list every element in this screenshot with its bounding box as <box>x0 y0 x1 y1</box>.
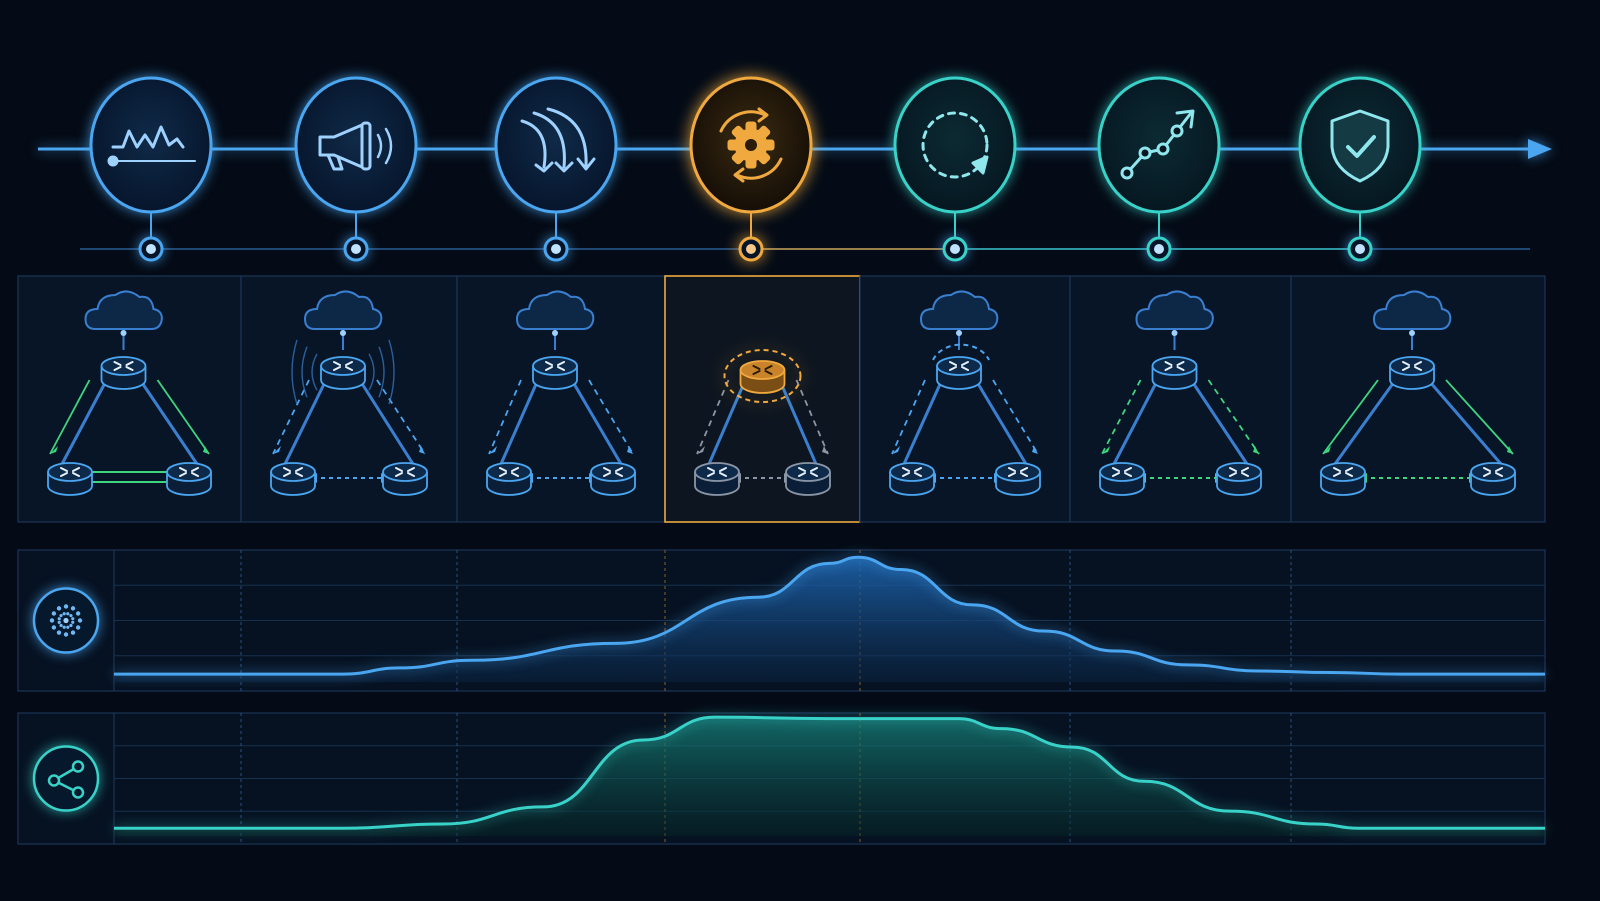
network-panel-7 <box>1290 275 1546 523</box>
link-right <box>140 381 199 465</box>
traffic-right <box>376 379 426 455</box>
link-right <box>779 381 818 465</box>
shield-check-icon <box>1330 109 1390 183</box>
core-router-icon <box>320 356 366 390</box>
stage-1 <box>89 76 213 262</box>
edge-router-left-icon <box>486 462 532 496</box>
traffic-left <box>891 379 926 455</box>
traffic-right <box>156 379 210 455</box>
edge-router-left-icon <box>694 462 740 496</box>
series-area <box>114 717 1545 837</box>
stage-6 <box>1097 76 1221 262</box>
link-left <box>60 381 107 465</box>
link-right <box>571 381 623 465</box>
metric-chart-2 <box>17 712 1546 845</box>
traffic-left <box>1101 379 1142 455</box>
share-nodes-icon <box>32 745 100 812</box>
traffic-right <box>795 379 829 455</box>
link-right <box>359 381 415 465</box>
edge-router-right-icon <box>166 462 212 496</box>
core-router-icon <box>532 356 578 390</box>
traffic-right <box>1445 379 1514 455</box>
edge-router-left-icon <box>47 462 93 496</box>
traffic-left <box>696 379 730 455</box>
timeline-arrow-head <box>1528 139 1552 159</box>
stage-3 <box>494 76 618 262</box>
edge-router-right-icon <box>995 462 1041 496</box>
edge-router-left-icon <box>889 462 935 496</box>
stage-node <box>1146 236 1172 262</box>
metric-chart-1 <box>17 549 1546 692</box>
link-left <box>283 381 327 465</box>
core-router-icon <box>100 356 147 390</box>
edge-router-left-icon <box>1099 462 1145 496</box>
edge-router-right-icon <box>1216 462 1262 496</box>
stage-4 <box>689 76 813 262</box>
stage-node <box>942 236 968 262</box>
megaphone-alert-icon <box>318 121 393 171</box>
stage-2 <box>294 76 418 262</box>
link-left <box>1112 381 1158 465</box>
link-left <box>902 381 943 465</box>
particle-burst-icon <box>32 587 100 654</box>
link-left <box>499 381 539 465</box>
edge-router-left-icon <box>1320 462 1366 496</box>
network-panel-2 <box>240 275 458 523</box>
traffic-left <box>488 379 522 455</box>
dashed-circle-refresh-icon <box>921 111 989 179</box>
traffic-left <box>49 379 91 455</box>
core-router-icon <box>936 356 982 390</box>
stage-7 <box>1298 76 1422 262</box>
core-router-icon <box>739 360 786 394</box>
traffic-right <box>588 379 634 455</box>
traffic-left <box>272 379 310 455</box>
stage-5 <box>893 76 1017 262</box>
stage-node <box>1347 236 1373 262</box>
stage-node <box>343 236 369 262</box>
stage-orb <box>294 76 418 214</box>
stage-orb <box>494 76 618 214</box>
network-panel-3 <box>456 275 666 523</box>
network-panel-1 <box>17 275 242 523</box>
link-right <box>1191 381 1249 465</box>
link-right <box>1428 381 1503 465</box>
stage-node <box>138 236 164 262</box>
stage-node <box>738 236 764 262</box>
core-router-icon <box>1151 356 1198 390</box>
edge-router-right-icon <box>1470 462 1516 496</box>
gear-cycle-icon <box>719 107 783 183</box>
edge-router-left-icon <box>270 462 316 496</box>
link-right <box>975 381 1028 465</box>
stage-node <box>543 236 569 262</box>
network-panel-4 <box>664 275 861 523</box>
link-left <box>1333 381 1396 465</box>
core-router-icon <box>1389 356 1435 390</box>
series-area <box>114 557 1545 683</box>
series-line <box>114 555 1545 676</box>
edge-router-right-icon <box>590 462 636 496</box>
diverting-arrows-icon <box>520 107 596 173</box>
active-router-halo <box>723 349 802 403</box>
network-panel-5 <box>859 275 1071 523</box>
trending-up-graph-icon <box>1120 109 1195 180</box>
traffic-left <box>1322 379 1379 455</box>
edge-router-right-icon <box>382 462 428 496</box>
stage-orb <box>893 76 1017 214</box>
traffic-right <box>992 379 1039 455</box>
network-panel-6 <box>1069 275 1292 523</box>
edge-router-right-icon <box>785 462 831 496</box>
waveform-anomaly-icon <box>107 125 196 167</box>
traffic-right <box>1207 379 1260 455</box>
